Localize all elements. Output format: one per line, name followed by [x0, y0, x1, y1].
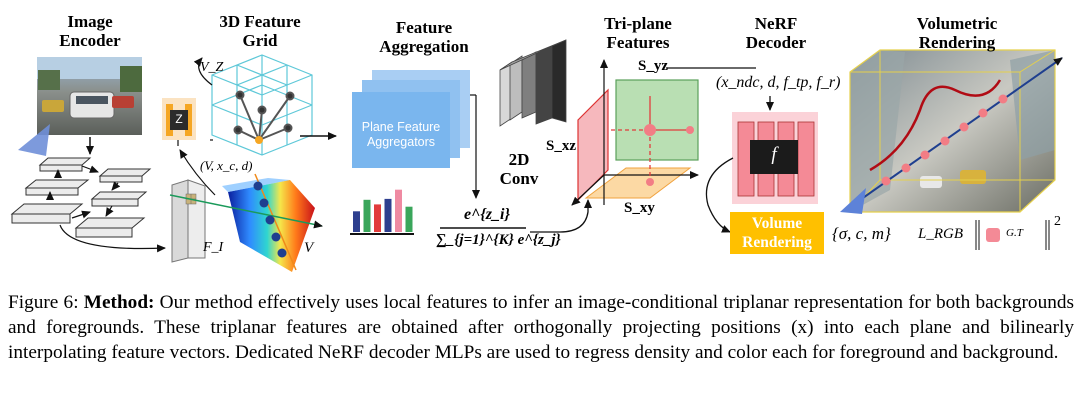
math-outputs: {σ, c, m}	[832, 224, 891, 243]
caption-prefix: Figure 6:	[8, 292, 84, 313]
histogram-bar	[395, 189, 402, 232]
histogram-bar	[363, 199, 371, 232]
math-softmax-numerator: e^{z_i}	[464, 206, 511, 223]
math-s-xy: S_xy	[624, 200, 655, 216]
math-s-yz: S_yz	[638, 58, 668, 74]
conv-stack	[499, 39, 567, 127]
math-softmax-denominator: ∑_{j=1}^{K} e^{z_j}	[436, 232, 561, 248]
ray-sample-points	[881, 94, 1008, 186]
attention-histogram	[353, 189, 413, 232]
math-v: V	[304, 240, 314, 256]
math-exponent: 2	[1054, 214, 1061, 229]
math-vz: V_Z	[200, 60, 224, 75]
histogram-bar	[405, 206, 413, 232]
caption-bold-method: Method:	[83, 292, 155, 313]
histogram-bar	[384, 198, 392, 232]
histogram-bar	[374, 204, 381, 232]
volume-rendering-box	[730, 212, 824, 254]
triplane-features	[571, 59, 699, 206]
math-loss: L_RGB	[918, 226, 963, 242]
encoder-unet	[10, 157, 152, 238]
volumetric-rendering-scene	[849, 49, 1056, 213]
z-block	[162, 98, 196, 140]
math-decoder-input: (x_ndc, d, f_tp, f_r)	[716, 74, 841, 91]
nerf-decoder-mlp	[732, 112, 818, 204]
math-gt: G.T	[1006, 227, 1023, 239]
feature-volume-v	[169, 173, 323, 272]
camera-frustum-icon	[18, 124, 50, 156]
figure-caption: Figure 6: Method: Our method effectively…	[8, 290, 1074, 365]
encoder-input-image	[37, 57, 142, 135]
f-label: f	[771, 144, 777, 165]
method-diagram	[10, 39, 1063, 272]
plane-feature-aggregators	[352, 70, 470, 168]
softmax-to-triplane-arrow	[530, 199, 592, 233]
feature-map-fi	[171, 179, 206, 263]
vz-arrow	[193, 57, 213, 86]
decoder-to-rendering-arrow	[705, 157, 734, 233]
math-v-xc-d: (V, x_c, d)	[200, 158, 253, 173]
math-fi: F_I	[203, 240, 224, 255]
math-s-xz: S_xz	[546, 138, 576, 154]
z-label: Z	[175, 112, 183, 126]
histogram-bar	[353, 211, 360, 232]
caption-body: Our method effectively uses local featur…	[8, 292, 1074, 363]
rendered-pixel	[986, 228, 1000, 242]
render-camera-icon	[840, 188, 866, 214]
grid-sample-lines	[233, 90, 295, 144]
density-curve	[869, 79, 1002, 172]
